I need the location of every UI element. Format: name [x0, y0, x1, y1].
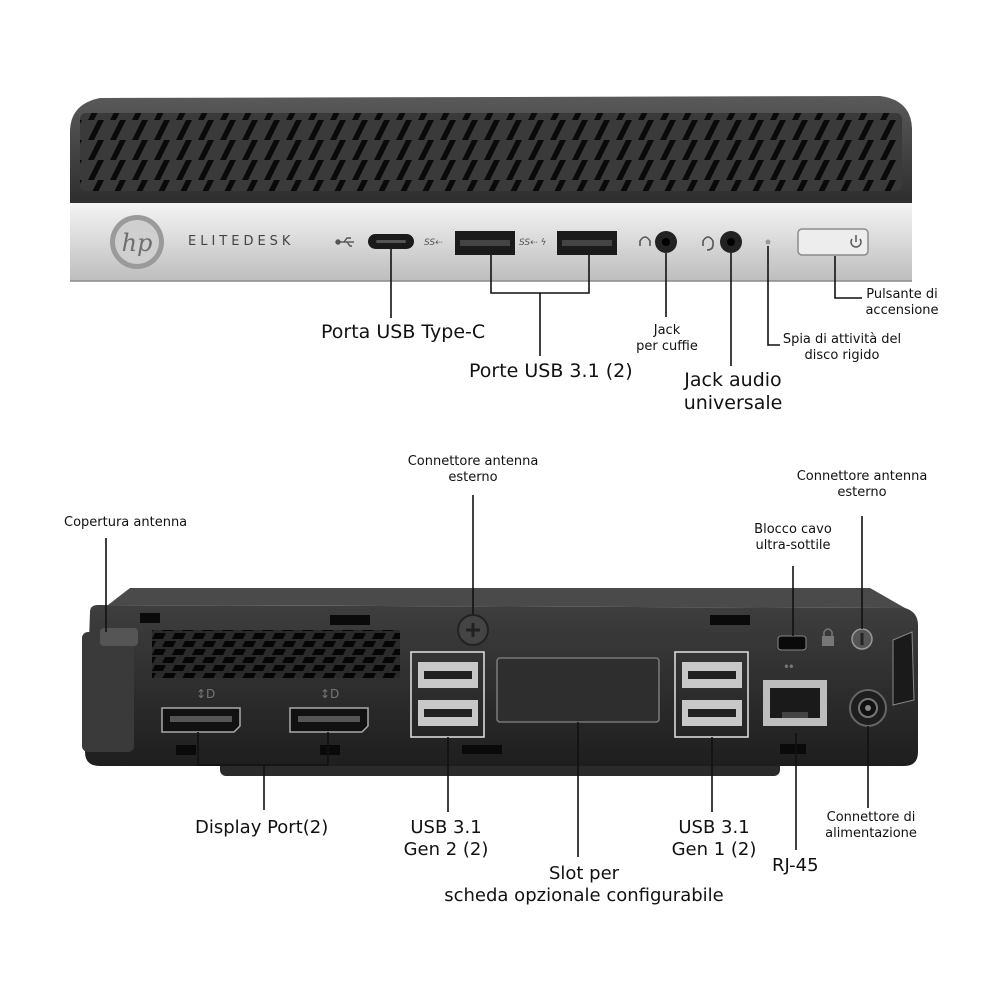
label-usb-c-port: Porta USB Type-C: [321, 321, 486, 343]
svg-text:↕D: ↕D: [196, 687, 215, 701]
usb-ss-icon: SS⇠: [424, 238, 443, 248]
front-vents: [80, 113, 902, 191]
headset-icon: [702, 236, 714, 251]
back-callouts: [105, 495, 869, 857]
label-power-connector: Connettore di alimentazione: [825, 810, 917, 841]
power-button: [797, 228, 869, 256]
power-icon: [850, 235, 862, 248]
back-vents: [152, 630, 400, 678]
label-usb-gen2: USB 3.1 Gen 2 (2): [403, 817, 489, 860]
usb-ss-charge-icon: SS⇠ ϟ: [519, 238, 547, 248]
label-antenna-connector-center: Connettore antenna esterno: [407, 454, 539, 485]
label-displayport: Display Port(2): [195, 817, 329, 838]
hp-logo: hp: [110, 215, 164, 269]
label-headphone-jack: Jack per cuffie: [636, 323, 698, 354]
label-power-button: Pulsante di accensione: [865, 287, 939, 318]
label-cable-lock: Blocco cavo ultra-sottile: [754, 522, 832, 553]
optional-card-slot: [496, 657, 660, 723]
label-usb31-ports: Porte USB 3.1 (2): [469, 360, 633, 382]
back-view: ↕D ↕D ꔷꔷ: [82, 588, 918, 776]
label-usb-gen1: USB 3.1 Gen 1 (2): [671, 817, 757, 860]
label-rj45: RJ-45: [772, 855, 819, 876]
usb-icon: [335, 237, 354, 247]
svg-text:↕D: ↕D: [320, 687, 339, 701]
label-optional-slot: Slot per scheda opzionale configurabile: [444, 863, 724, 906]
front-callouts: [390, 246, 862, 366]
label-universal-audio-jack: Jack audio universale: [683, 369, 783, 414]
hdd-activity-led: [765, 239, 771, 245]
svg-text:ꔷꔷ: ꔷꔷ: [784, 662, 794, 673]
antenna-cover: [82, 632, 134, 752]
headphone-icon: [639, 236, 651, 246]
brand-name: ELITEDESK: [188, 234, 295, 249]
label-antenna-connector-right: Connettore antenna esterno: [796, 469, 928, 500]
svg-text:hp: hp: [122, 229, 153, 257]
front-view: hp: [70, 96, 912, 282]
back-top-edge: [108, 588, 905, 608]
cable-lock-slot: [777, 635, 807, 651]
label-hdd-led: Spia di attività del disco rigido: [782, 332, 902, 363]
label-antenna-cover: Copertura antenna: [64, 515, 188, 530]
